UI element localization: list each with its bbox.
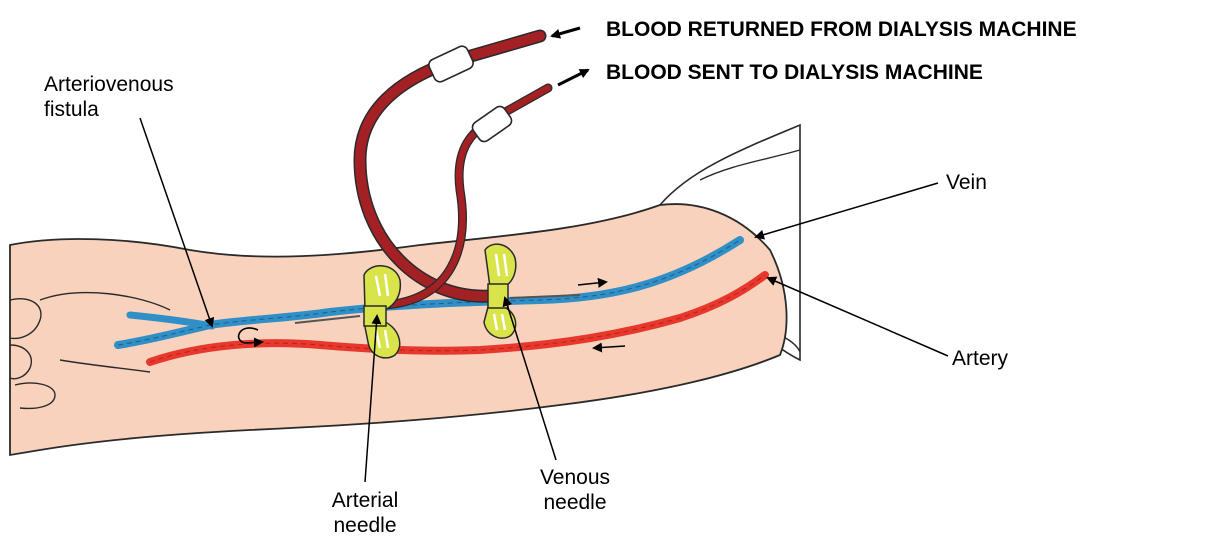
sent-arrow xyxy=(558,70,588,85)
fistula-line1: Arteriovenous xyxy=(44,72,174,97)
label-arterial-needle: Arterial needle xyxy=(310,488,420,538)
label-artery: Artery xyxy=(952,346,1008,371)
fistula-line2: fistula xyxy=(44,97,174,122)
arterial-line1: Arterial xyxy=(310,488,420,513)
label-venous-needle: Venous needle xyxy=(520,465,630,515)
label-vein: Vein xyxy=(946,170,987,195)
header-returned: BLOOD RETURNED FROM DIALYSIS MACHINE xyxy=(606,18,1077,42)
header-sent: BLOOD SENT TO DIALYSIS MACHINE xyxy=(606,61,983,85)
tube-connector-returned xyxy=(427,44,475,84)
label-arteriovenous-fistula: Arteriovenous fistula xyxy=(44,72,174,122)
returned-arrow xyxy=(552,28,580,36)
forearm-skin xyxy=(10,204,787,455)
arterial-line2: needle xyxy=(310,513,420,538)
venous-line2: needle xyxy=(520,490,630,515)
venous-line1: Venous xyxy=(520,465,630,490)
